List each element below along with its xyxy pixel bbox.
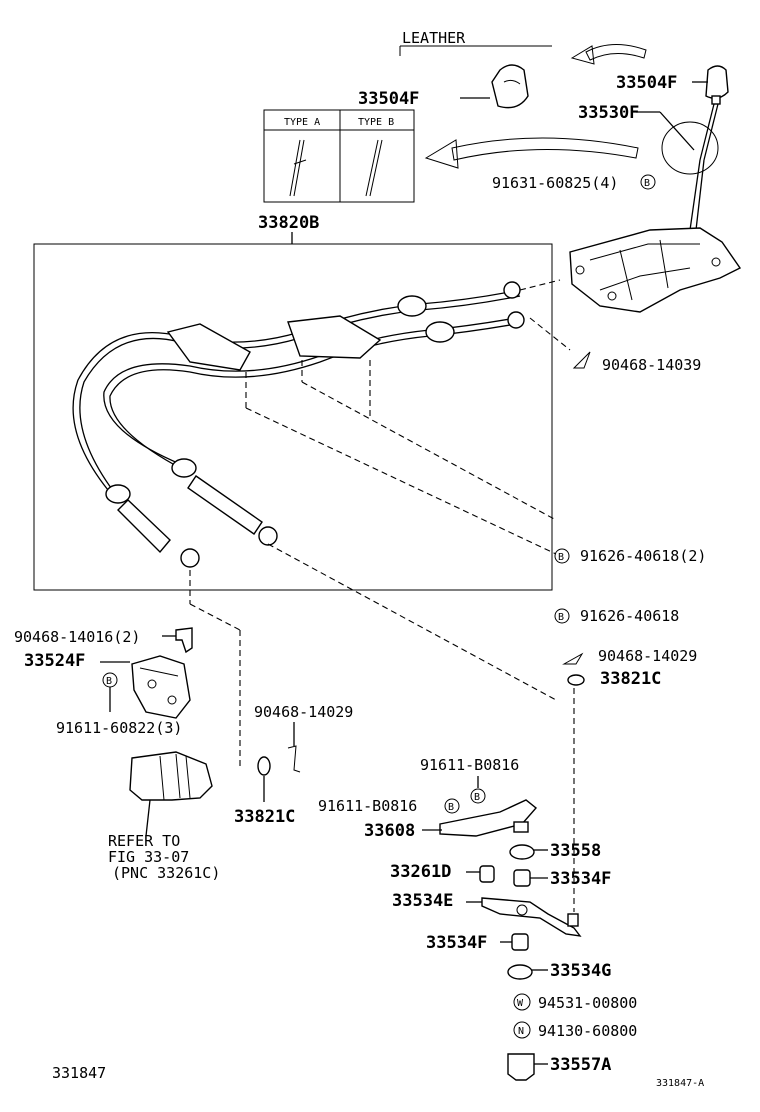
washer-right-icon [567,674,585,686]
refer-line-2: FIG 33-07 [108,848,189,866]
clip-left-icon [175,627,193,654]
label-washer-w: 94531-00800 [538,994,637,1012]
label-bush-5: 33534G [550,961,611,981]
marker-b-cable-2: B [558,552,564,563]
bush-1-icon [509,844,535,860]
label-bolt-cable-2: 91626-40618(2) [580,547,706,565]
label-bush-3: 33534F [550,869,611,889]
arrow-top-icon [570,44,647,65]
label-bush-4: 33534F [426,933,487,953]
label-lever-sub: 33534E [392,891,453,911]
clip-top-icon [572,351,591,369]
label-lever-assy: 33608 [364,821,415,841]
shift-cables [72,281,525,568]
label-lever: 33530F [578,103,639,123]
label-washer-left: 33821C [234,807,295,827]
bush-4-icon [511,933,529,951]
figure-number-small: 331847-A [656,1078,704,1089]
label-clip-right: 90468-14029 [598,647,697,665]
shift-knob [705,65,729,105]
marker-b-lever-2: B [448,802,454,813]
label-clip-mid: 90468-14029 [254,703,353,721]
control-lever [439,799,538,837]
label-knob-leather: 33504F [358,89,419,109]
refer-line-3: (PNC 33261C) [112,864,220,882]
washer-left-icon [257,756,271,776]
label-bush-1: 33558 [550,841,601,861]
cable-assy-frame [33,243,553,591]
label-clip-left: 90468-14016(2) [14,628,140,646]
clip-right-icon [562,652,584,665]
figure-number: 331847 [52,1064,106,1082]
label-bolt-bracket: 91611-60822(3) [56,719,182,737]
marker-b-bracket: B [106,676,112,687]
label-cap: 33557A [550,1055,611,1075]
label-clip-top: 90468-14039 [602,356,701,374]
label-cable-assy: 33820B [258,213,319,233]
transmission-end [129,751,213,801]
marker-b-top: B [644,178,650,189]
shift-base-housing [569,227,742,313]
label-washer-right: 33821C [600,669,661,689]
table-type-b: TYPE B [358,117,394,128]
label-knob: 33504F [616,73,677,93]
shift-lever [661,103,719,231]
label-bracket: 33524F [24,651,85,671]
lever-sub [481,897,582,937]
bush-2-icon [479,865,495,883]
bush-3-icon [513,869,531,887]
label-nut-n: 94130-60800 [538,1022,637,1040]
refer-line-1: REFER TO [108,832,180,850]
label-bolt-cable: 91626-40618 [580,607,679,625]
marker-w: W [517,998,524,1009]
cap-icon [507,1053,535,1081]
marker-b-lever-1: B [474,792,480,803]
bush-5-icon [507,964,533,980]
label-bolt-lever-2: 91611-B0816 [318,797,417,815]
label-bolt-lever-1: 91611-B0816 [420,756,519,774]
table-type-a: TYPE A [284,117,320,128]
label-bush-2: 33261D [390,862,451,882]
leather-label: LEATHER [402,29,466,47]
shift-knob-leather [491,64,529,109]
marker-b-cable: B [558,612,564,623]
clip-mid-icon [287,745,301,773]
label-bolt-top: 91631-60825(4) [492,174,618,192]
arrow-middle-icon [424,137,639,169]
marker-n: N [518,1026,524,1037]
type-table [263,109,415,203]
cable-bracket [131,655,191,719]
